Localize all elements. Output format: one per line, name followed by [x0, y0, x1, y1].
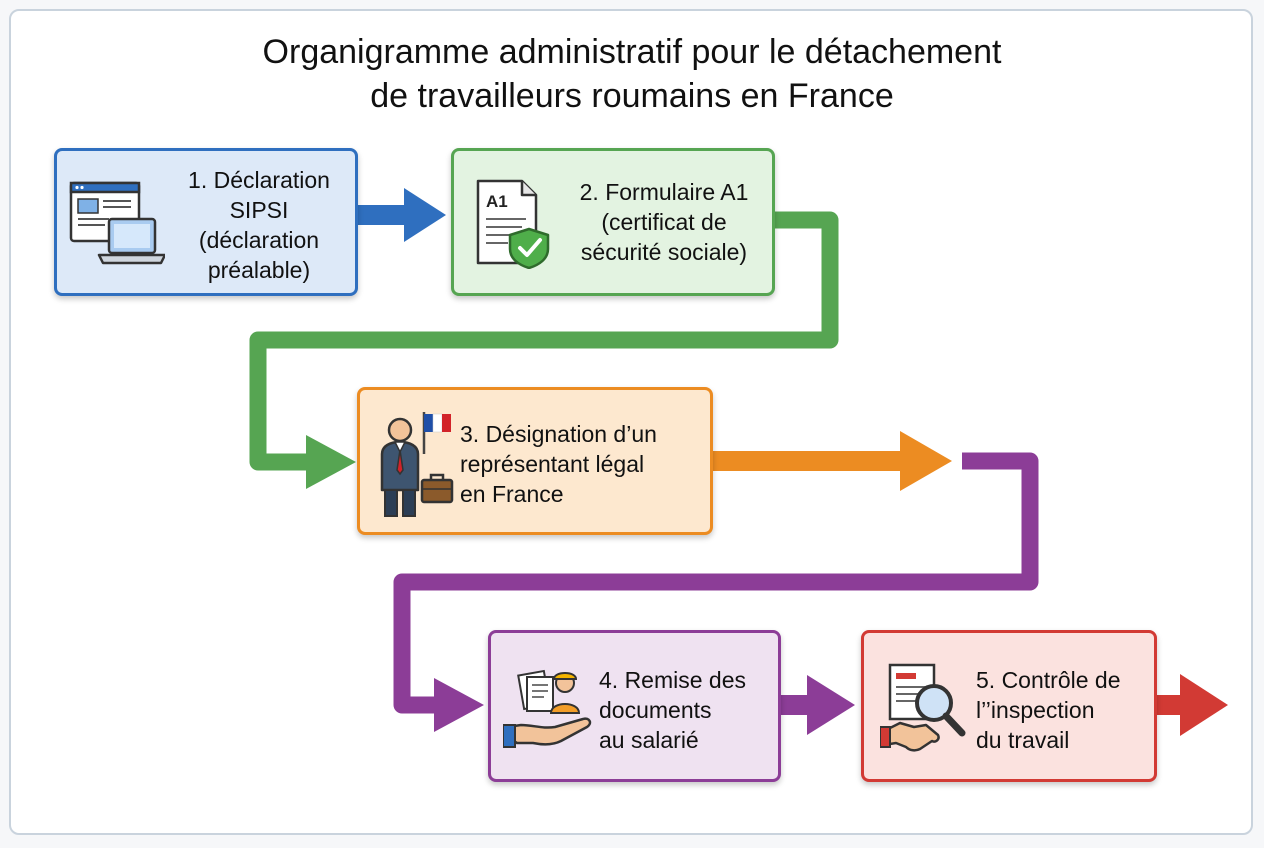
step-2-a1-form: A1 2. Formulaire A1 (certificat de sécur…	[451, 148, 775, 296]
inspection-magnifier-handshake-icon	[879, 661, 970, 760]
arrow-step3-out	[713, 431, 952, 491]
title-line-2: de travailleurs roumains en France	[370, 77, 894, 115]
step-1-sipsi-declaration: 1. Déclaration SIPSI (déclaration préala…	[54, 148, 358, 296]
step-3-label: 3. Désignation d’un représentant légal e…	[460, 421, 657, 507]
step-5-label: 5. Contrôle de l’’inspection du travail	[976, 667, 1121, 753]
step-2-label: 2. Formulaire A1 (certificat de sécurité…	[579, 179, 749, 265]
a1-icon-text: A1	[486, 192, 508, 211]
arrow-step5-out	[1157, 674, 1228, 736]
connector-to-step4	[393, 452, 1039, 732]
step-3-legal-representative: 3. Désignation d’un représentant légal e…	[357, 387, 713, 535]
worker-documents-hand-icon	[502, 663, 595, 760]
arrow-step4-to-step5	[781, 675, 855, 735]
a1-document-shield-icon: A1	[472, 177, 556, 274]
step-4-documents-to-employee: 4. Remise des documents au salarié	[488, 630, 781, 782]
step-1-label: 1. Déclaration SIPSI (déclaration préala…	[188, 167, 330, 283]
title-line-1: Organigramme administratif pour le détac…	[262, 33, 1002, 71]
step-4-label: 4. Remise des documents au salarié	[599, 667, 747, 753]
computer-laptop-icon	[69, 179, 167, 276]
representative-french-flag-icon	[372, 408, 458, 525]
step-5-labour-inspection: 5. Contrôle de l’’inspection du travail	[861, 630, 1157, 782]
arrow-step1-to-step2	[358, 188, 446, 242]
connector-step2-to-step3	[249, 211, 839, 489]
diagram-title: Organigramme administratif pour le détac…	[0, 30, 1264, 118]
